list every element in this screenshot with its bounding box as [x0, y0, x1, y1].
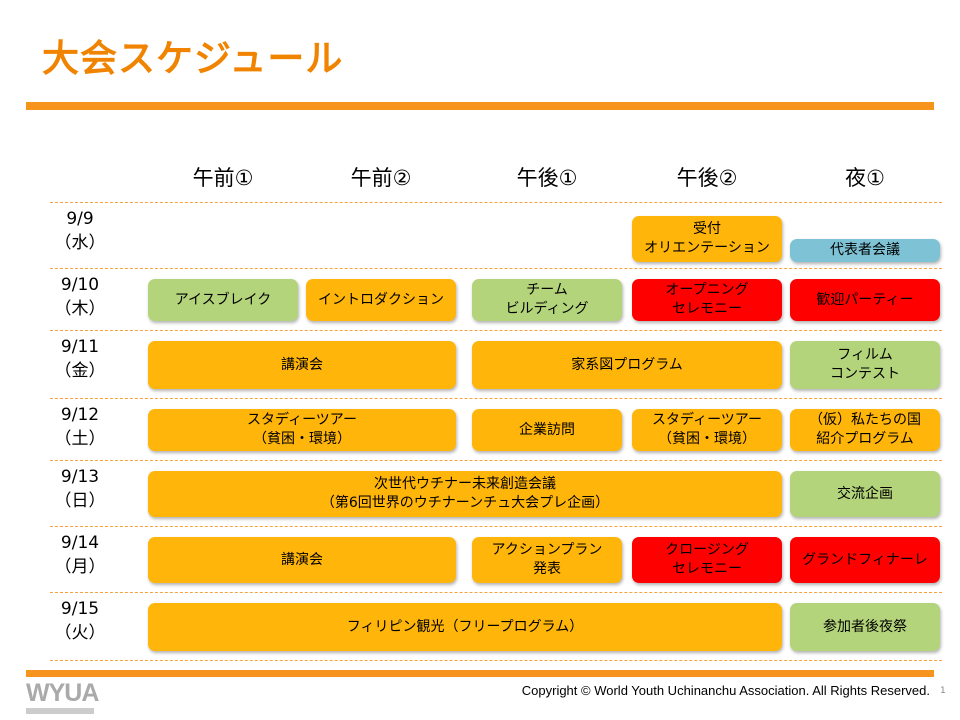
date-text: 9/9	[66, 209, 94, 229]
row-divider	[50, 398, 942, 399]
event-block[interactable]: アイスブレイク	[148, 279, 298, 321]
event-block[interactable]: （仮）私たちの国 紹介プログラム	[790, 409, 940, 451]
event-block[interactable]: オープニング セレモニー	[632, 279, 782, 321]
row-divider	[50, 526, 942, 527]
weekday-text: （月）	[54, 557, 106, 577]
logo-stripe	[26, 708, 94, 714]
day-label: 9/15 （火）	[50, 597, 110, 645]
row-divider	[50, 330, 942, 331]
event-block[interactable]: チーム ビルディング	[472, 279, 622, 321]
day-label: 9/9 （水）	[50, 207, 110, 255]
logo-text: WYUA	[26, 679, 99, 707]
column-header: 午後①	[516, 166, 578, 190]
day-label: 9/11 （金）	[50, 335, 110, 383]
column-header: 午前①	[192, 166, 254, 190]
date-text: 9/14	[60, 533, 100, 553]
row-divider	[50, 268, 942, 269]
weekday-text: （土）	[54, 429, 106, 449]
weekday-text: （日）	[54, 491, 106, 511]
weekday-text: （金）	[54, 361, 106, 381]
date-text: 9/15	[60, 599, 100, 619]
weekday-text: （水）	[54, 233, 106, 253]
weekday-text: （火）	[54, 623, 106, 643]
event-block[interactable]: クロージング セレモニー	[632, 537, 782, 583]
date-text: 9/13	[60, 467, 100, 487]
column-header: 夜①	[845, 166, 885, 190]
event-block[interactable]: 参加者後夜祭	[790, 603, 940, 651]
title-underline-bar	[26, 102, 934, 110]
event-block[interactable]: 交流企画	[790, 471, 940, 517]
event-block[interactable]: 歓迎パーティー	[790, 279, 940, 321]
row-divider	[50, 202, 942, 203]
event-block[interactable]: 次世代ウチナー未来創造会議 （第6回世界のウチナーンチュ大会プレ企画）	[148, 471, 782, 517]
date-text: 9/12	[60, 405, 100, 425]
event-block[interactable]: 代表者会議	[790, 239, 940, 262]
event-block[interactable]: フィリピン観光（フリープログラム）	[148, 603, 782, 651]
wyua-logo: WYUA	[26, 679, 99, 716]
row-divider	[50, 660, 942, 661]
page-title: 大会スケジュール	[42, 37, 344, 80]
day-label: 9/13 （日）	[50, 465, 110, 513]
column-header: 午前②	[350, 166, 412, 190]
event-block[interactable]: フィルム コンテスト	[790, 341, 940, 389]
event-block[interactable]: 家系図プログラム	[472, 341, 782, 389]
event-block[interactable]: 講演会	[148, 537, 456, 583]
weekday-text: （木）	[54, 299, 106, 319]
date-text: 9/10	[60, 275, 100, 295]
event-block[interactable]: スタディーツアー （貧困・環境）	[632, 409, 782, 451]
event-block[interactable]: 企業訪問	[472, 409, 622, 451]
copyright-text: Copyright © World Youth Uchinanchu Assoc…	[521, 683, 930, 698]
page-number: 1	[940, 686, 946, 696]
event-block[interactable]: 講演会	[148, 341, 456, 389]
day-label: 9/10 （木）	[50, 273, 110, 321]
day-label: 9/12 （土）	[50, 403, 110, 451]
column-header: 午後②	[676, 166, 738, 190]
row-divider	[50, 460, 942, 461]
event-block[interactable]: アクションプラン 発表	[472, 537, 622, 583]
date-text: 9/11	[60, 337, 100, 357]
event-block[interactable]: グランドフィナーレ	[790, 537, 940, 583]
event-block[interactable]: イントロダクション	[306, 279, 456, 321]
event-block[interactable]: スタディーツアー （貧困・環境）	[148, 409, 456, 451]
day-label: 9/14 （月）	[50, 531, 110, 579]
row-divider	[50, 592, 942, 593]
footer-bar	[26, 670, 934, 677]
event-block[interactable]: 受付 オリエンテーション	[632, 216, 782, 262]
